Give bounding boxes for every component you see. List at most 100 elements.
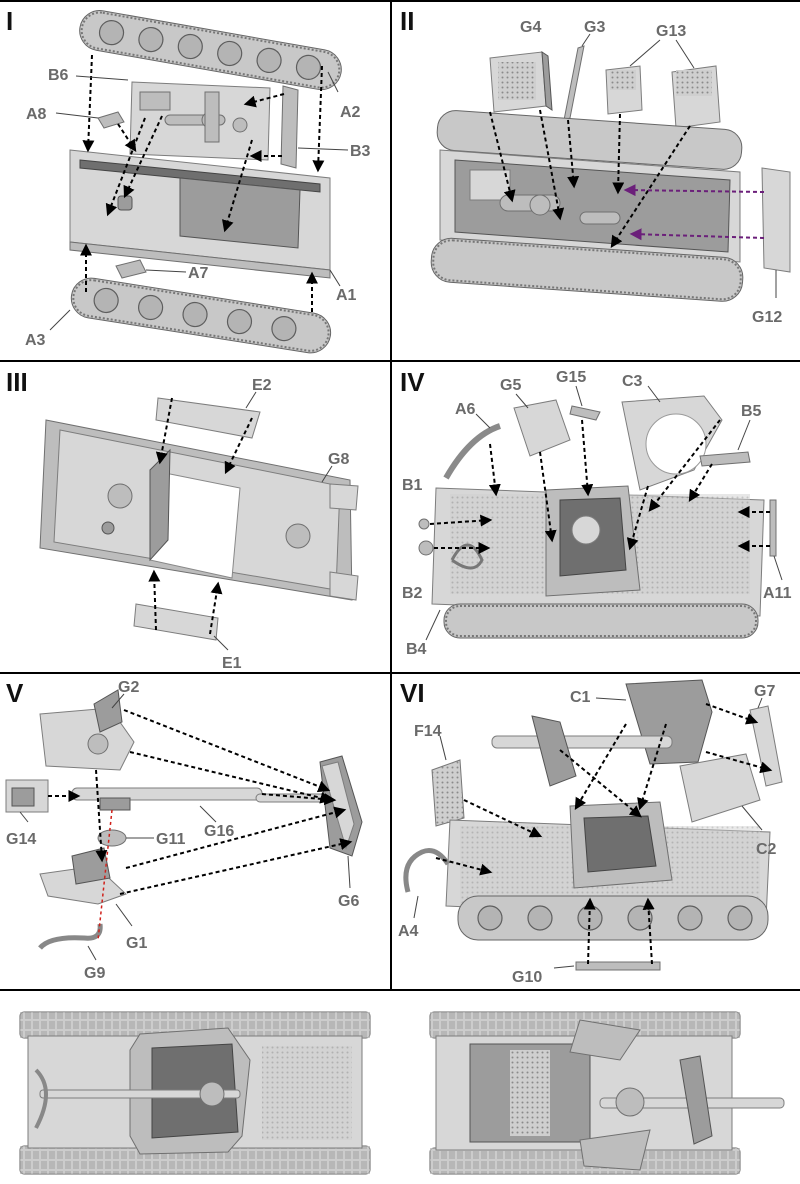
leader-line	[581, 33, 591, 47]
arrow	[539, 109, 565, 221]
track-a2	[79, 10, 342, 91]
leader-line	[575, 385, 583, 407]
leader-line	[515, 393, 529, 409]
label-g10: G10	[512, 969, 542, 986]
leader-line	[87, 945, 97, 961]
panel-step-3: III E2 G8 E1	[6, 367, 359, 672]
leader-line	[773, 555, 783, 581]
label-g16: G16	[204, 823, 234, 840]
plate-b6	[129, 81, 271, 161]
arrow	[583, 897, 596, 965]
arrow	[488, 443, 501, 497]
label-f14: F14	[414, 723, 442, 740]
leader-line	[19, 811, 29, 823]
arrow	[626, 485, 649, 551]
arrow	[463, 799, 543, 838]
step-label-1: I	[6, 6, 13, 36]
leader-line	[327, 71, 339, 93]
step-label-2: II	[400, 6, 414, 36]
label-g3: G3	[584, 19, 605, 36]
leader-line	[675, 39, 695, 69]
arrow	[224, 417, 253, 475]
label-g14: G14	[6, 831, 36, 848]
barrel-g16	[71, 787, 329, 811]
label-a6: A6	[455, 401, 476, 418]
arrow-purple	[623, 184, 765, 197]
part-a7	[115, 259, 147, 279]
leader-line	[425, 609, 441, 641]
label-b3: B3	[350, 143, 371, 160]
part-a11	[769, 499, 777, 557]
label-g13: G13	[656, 23, 686, 40]
step-label-6: VI	[400, 678, 425, 708]
part-a8	[97, 111, 125, 129]
panel-step-2: II	[400, 6, 791, 326]
gun-shield-g6	[319, 755, 363, 857]
finished-view-top-left	[19, 1011, 371, 1175]
arrow	[155, 397, 173, 465]
leader-line	[741, 805, 763, 831]
arrow	[489, 111, 516, 203]
hull-assembly-2	[430, 110, 744, 302]
leader-line	[297, 147, 349, 151]
arrow	[688, 463, 713, 503]
label-a1: A1	[336, 287, 357, 304]
part-e2	[155, 397, 261, 439]
label-c2: C2	[756, 841, 777, 858]
finished-view-top-right	[429, 1011, 785, 1175]
label-e1: E1	[222, 655, 242, 672]
superstructure-plate	[39, 419, 359, 601]
mesh-screen-f14	[431, 759, 465, 827]
label-g5: G5	[500, 377, 521, 394]
leader-line	[595, 697, 627, 701]
part-g12	[761, 167, 791, 273]
arrow	[148, 569, 161, 631]
label-a11: A11	[763, 585, 792, 602]
arrow	[105, 117, 146, 217]
arrow	[648, 419, 721, 512]
arrow	[612, 113, 625, 195]
arrow	[222, 139, 253, 233]
part-a4	[403, 848, 451, 893]
leader-line	[321, 465, 333, 483]
label-g1: G1	[126, 935, 147, 952]
part-e1	[133, 603, 219, 641]
leader-line	[75, 75, 129, 81]
part-g10	[575, 961, 661, 971]
label-g2: G2	[118, 679, 139, 696]
arrow	[581, 419, 594, 497]
leader-line	[213, 635, 229, 651]
part-b3	[280, 85, 299, 169]
label-g12: G12	[752, 309, 782, 326]
arrow	[435, 857, 493, 876]
arrow	[209, 581, 223, 635]
part-g5	[513, 399, 571, 457]
arrow	[261, 793, 337, 806]
arrow	[429, 514, 493, 527]
part-g9	[38, 923, 103, 950]
part-a6	[443, 423, 502, 480]
leader-line	[55, 112, 99, 119]
ammo-box-g4	[489, 51, 553, 113]
part-g2	[39, 689, 135, 771]
part-b1	[418, 518, 430, 530]
label-a8: A8	[26, 106, 47, 123]
leader-line	[647, 385, 661, 403]
arrow-red	[97, 809, 113, 941]
leader-line	[199, 805, 217, 823]
arrow	[559, 749, 642, 818]
arrow	[119, 838, 353, 895]
leader-line	[245, 391, 257, 409]
leader-line	[629, 39, 661, 67]
label-g9: G9	[84, 965, 105, 982]
leader-line	[413, 895, 419, 919]
armor-plate-c1	[625, 679, 713, 765]
part-b5	[699, 451, 751, 467]
leader-line	[111, 693, 125, 709]
leader-line	[737, 419, 751, 451]
label-a2: A2	[340, 104, 361, 121]
track-a3	[70, 277, 332, 354]
arrow	[125, 806, 347, 869]
leader-line	[475, 413, 491, 429]
